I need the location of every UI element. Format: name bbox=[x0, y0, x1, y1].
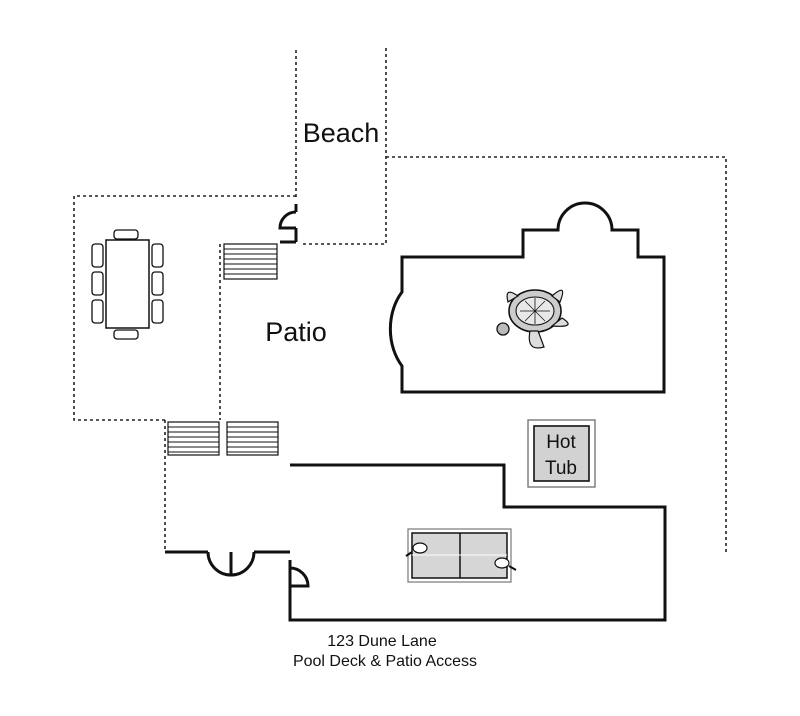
hot-tub: Hot Tub bbox=[527, 419, 596, 488]
pool-outline bbox=[388, 201, 666, 394]
address-line1: 123 Dune Lane bbox=[327, 633, 437, 650]
sea-turtle-icon bbox=[496, 289, 569, 349]
patio-boundary bbox=[73, 156, 727, 552]
address-line2: Pool Deck & Patio Access bbox=[293, 653, 477, 670]
hot-tub-label-line1: Hot bbox=[546, 432, 576, 453]
stairs-icon-lower-right bbox=[226, 421, 279, 456]
stairs-icon-upper bbox=[223, 243, 278, 280]
lower-door-icon bbox=[165, 550, 310, 620]
hot-tub-label-line2: Tub bbox=[545, 458, 577, 479]
dining-table-icon bbox=[91, 229, 164, 340]
beach-boundary bbox=[295, 48, 387, 245]
beach-label: Beach bbox=[303, 118, 380, 148]
patio-label: Patio bbox=[265, 317, 327, 347]
beach-door-icon bbox=[278, 204, 298, 244]
ping-pong-table-icon bbox=[405, 528, 517, 583]
stairs-icon-lower-left bbox=[167, 421, 220, 456]
